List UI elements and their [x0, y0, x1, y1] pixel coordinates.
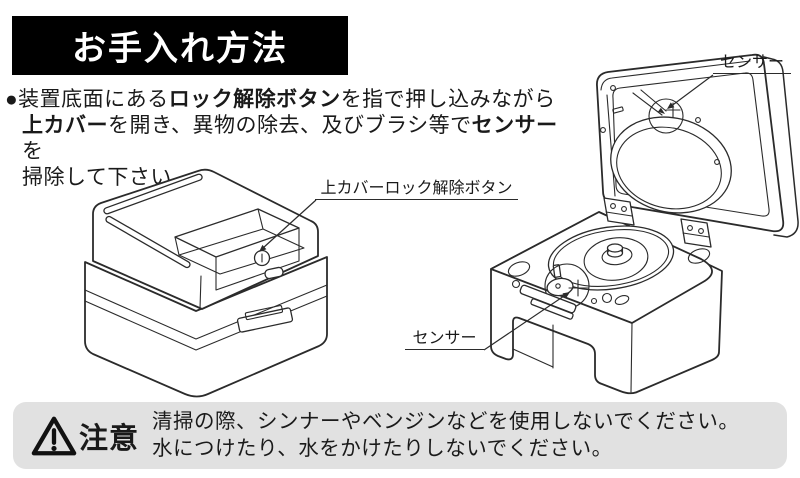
device-open-view-figure [490, 53, 799, 395]
caution-heading: 注意 [79, 422, 140, 455]
instruction-line-1: ●装置底面にあるロック解除ボタンを指で押し込みながら [5, 88, 556, 111]
hinge-left [603, 197, 635, 226]
top-cover-drawing [596, 53, 799, 238]
caution-line-1: 清掃の際、シンナーやベンジンなどを使用しないでください。 [152, 410, 740, 433]
label-lock-release-button: 上カバーロック解除ボタン [315, 179, 518, 200]
bottom-recess [174, 208, 305, 291]
case-latch [236, 305, 294, 333]
warning-triangle-icon [31, 414, 77, 458]
lock-release-button-drawing [253, 249, 271, 267]
caution-text: 清掃の際、シンナーやベンジンなどを使用しないでください。 水につけたり、水をかけ… [152, 409, 739, 462]
bottom-slot [264, 266, 284, 280]
instruction-paragraph: ●装置底面にあるロック解除ボタンを指で押し込みながら 上カバーを開き、異物の除去… [5, 87, 565, 191]
page-title: お手入れ方法 [72, 30, 288, 68]
device-bottom-view-figure [84, 168, 328, 398]
caution-line-2: 水につけたり、水をかけたりしないでください。 [152, 436, 613, 460]
label-sensor-bottom: センサー [405, 329, 484, 350]
sensor-marker-lid [632, 89, 684, 134]
instruction-line-3: 掃除して下さい。 [22, 166, 194, 189]
instruction-line-2: 上カバーを開き、異物の除去、及びブラシ等でセンサーを [22, 114, 558, 163]
leader-lines [259, 74, 714, 351]
disc-platter-drawing [547, 225, 675, 291]
hinge-right [680, 218, 712, 248]
caution-box: 注意 清掃の際、シンナーやベンジンなどを使用しないでください。 水につけたり、水… [13, 402, 787, 469]
page-title-bar: お手入れ方法 [12, 16, 348, 75]
sensor-marker-base [544, 263, 590, 309]
label-sensor-top: センサー [713, 53, 791, 74]
